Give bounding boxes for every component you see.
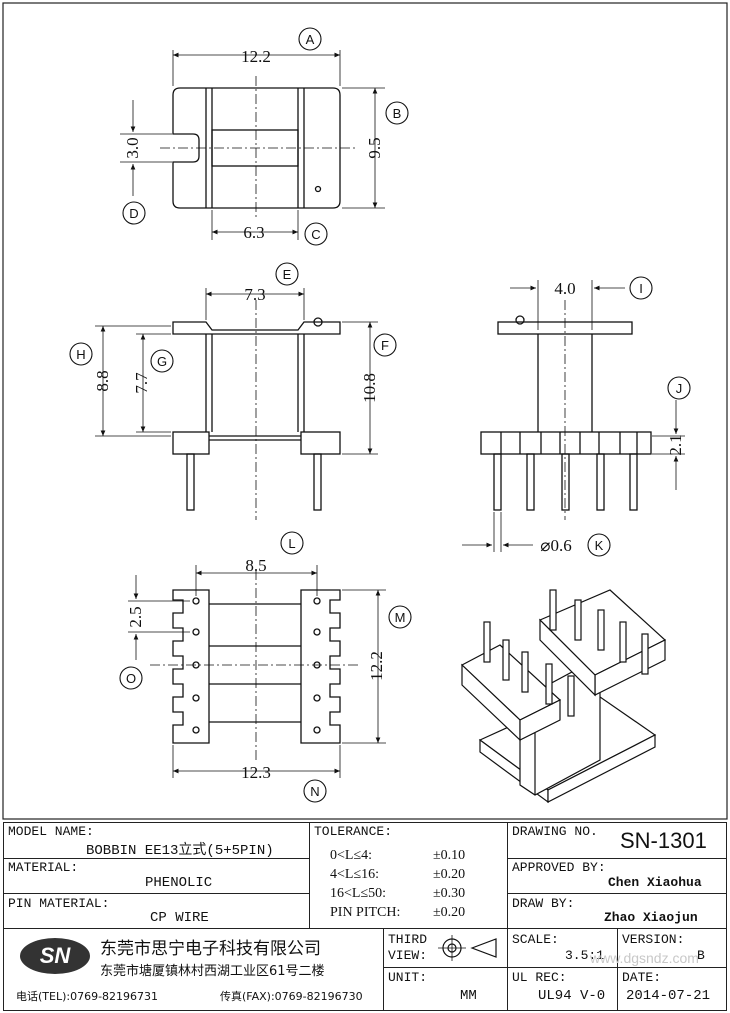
date-label: DATE: — [622, 970, 662, 985]
callout-label-b: B — [393, 106, 402, 121]
callout-f — [373, 333, 397, 357]
model-name-value: BOBBIN EE13立式(5+5PIN) — [86, 843, 274, 859]
dim-value-f: 10.8 — [360, 373, 379, 403]
dim-value-b: 9.5 — [365, 137, 384, 158]
dim-value-d: 3.0 — [123, 137, 142, 158]
dim-value-a: 12.2 — [241, 47, 271, 66]
tolerance-value-3: ±0.30 — [433, 886, 466, 901]
third-angle-projection-icon — [438, 935, 497, 961]
side-view — [462, 280, 685, 552]
dim-value-e: 7.3 — [244, 285, 265, 304]
isometric-view — [460, 589, 667, 804]
tolerance-range-3: 16<L≤50: — [330, 886, 387, 901]
scale-value: 3.5:1 — [565, 948, 605, 963]
callout-label-h: H — [76, 347, 85, 362]
callout-c — [304, 222, 328, 246]
material-label: MATERIAL: — [8, 860, 79, 875]
callout-o — [119, 666, 143, 690]
callout-m — [388, 605, 412, 629]
callout-l — [280, 531, 304, 555]
dim-value-l: 8.5 — [245, 556, 266, 575]
callout-g — [150, 349, 174, 373]
callout-label-a: A — [306, 32, 315, 47]
tolerance-range-1: 0<L≤4: — [330, 848, 373, 863]
dim-value-c: 6.3 — [243, 223, 264, 242]
company-logo: SN — [20, 938, 90, 974]
unit-value: MM — [460, 988, 477, 1004]
tolerance-value-4: ±0.20 — [433, 905, 466, 920]
company-name: 东莞市思宁电子科技有限公司 — [100, 939, 321, 959]
callout-k — [587, 533, 611, 557]
callout-i — [629, 276, 653, 300]
callout-n — [303, 779, 327, 803]
third-view-label: THIRD VIEW: — [388, 932, 428, 963]
callout-label-n: N — [310, 784, 319, 799]
callout-label-i: I — [639, 281, 643, 296]
callout-d — [122, 201, 146, 225]
model-name-label: MODEL NAME: — [8, 824, 94, 839]
approved-by-label: APPROVED BY: — [512, 860, 606, 875]
dim-value-k: ⌀0.6 — [540, 536, 572, 555]
tolerance-value-1: ±0.10 — [433, 848, 466, 863]
callout-j — [667, 376, 691, 400]
version-label: VERSION: — [622, 932, 685, 947]
drawing-no-label: DRAWING NO. — [512, 824, 598, 839]
tolerance-value-2: ±0.20 — [433, 867, 466, 882]
ul-rec-label: UL REC: — [512, 970, 567, 985]
callout-label-o: O — [126, 671, 136, 686]
watermark: www.dgsndz.com — [590, 950, 699, 966]
callout-label-d: D — [129, 206, 138, 221]
callout-label-e: E — [283, 267, 292, 282]
scale-label: SCALE: — [512, 932, 559, 947]
pin-material-value: CP WIRE — [150, 910, 209, 926]
ul-rec-value: UL94 V-0 — [538, 988, 606, 1004]
tolerance-range-2: 4<L≤16: — [330, 867, 380, 882]
callout-label-j: J — [676, 381, 683, 396]
dim-value-m: 12.2 — [367, 651, 386, 681]
callout-label-l: L — [288, 536, 295, 551]
material-value: PHENOLIC — [145, 875, 213, 891]
top-view — [120, 50, 385, 240]
callout-label-m: M — [395, 610, 406, 625]
tolerance-label: TOLERANCE: — [314, 824, 393, 839]
approved-by-value: Chen Xiaohua — [608, 875, 702, 890]
tolerance-range-4: PIN PITCH: — [330, 905, 401, 920]
unit-label: UNIT: — [388, 970, 428, 985]
dim-value-i: 4.0 — [554, 279, 575, 298]
draw-by-value: Zhao Xiaojun — [604, 910, 698, 925]
company-address: 东莞市塘厦镇林村西湖工业区61号二楼 — [100, 964, 325, 979]
callout-label-c: C — [311, 227, 320, 242]
callout-label-f: F — [381, 338, 389, 353]
dim-value-g: 7.7 — [132, 372, 151, 394]
callout-label-g: G — [157, 354, 167, 369]
dim-value-n: 12.3 — [241, 763, 271, 782]
callout-b — [385, 101, 409, 125]
callout-a — [298, 27, 322, 51]
bottom-view — [128, 565, 386, 778]
date-value: 2014-07-21 — [626, 988, 711, 1004]
engineering-drawing: 12.2 9.5 6.3 3.0 7.3 10.8 7.7 8.8 4.0 2.… — [2, 2, 728, 820]
drawing-no-value: SN-1301 — [620, 828, 707, 853]
callout-label-k: K — [595, 538, 604, 553]
title-block: MODEL NAME: BOBBIN EE13立式(5+5PIN) MATERI… — [0, 822, 730, 1013]
front-view — [95, 288, 378, 520]
version-value: B — [697, 948, 705, 963]
dim-value-h: 8.8 — [93, 370, 112, 391]
company-tel: 电话(TEL):0769-82196731 — [16, 990, 159, 1003]
draw-by-label: DRAW BY: — [512, 896, 575, 911]
dim-value-o: 2.5 — [126, 606, 145, 627]
company-fax: 传真(FAX):0769-82196730 — [220, 990, 363, 1003]
dim-value-j: 2.1 — [666, 434, 685, 455]
callout-e — [275, 262, 299, 286]
callout-h — [69, 342, 93, 366]
pin-material-label: PIN MATERIAL: — [8, 896, 110, 911]
